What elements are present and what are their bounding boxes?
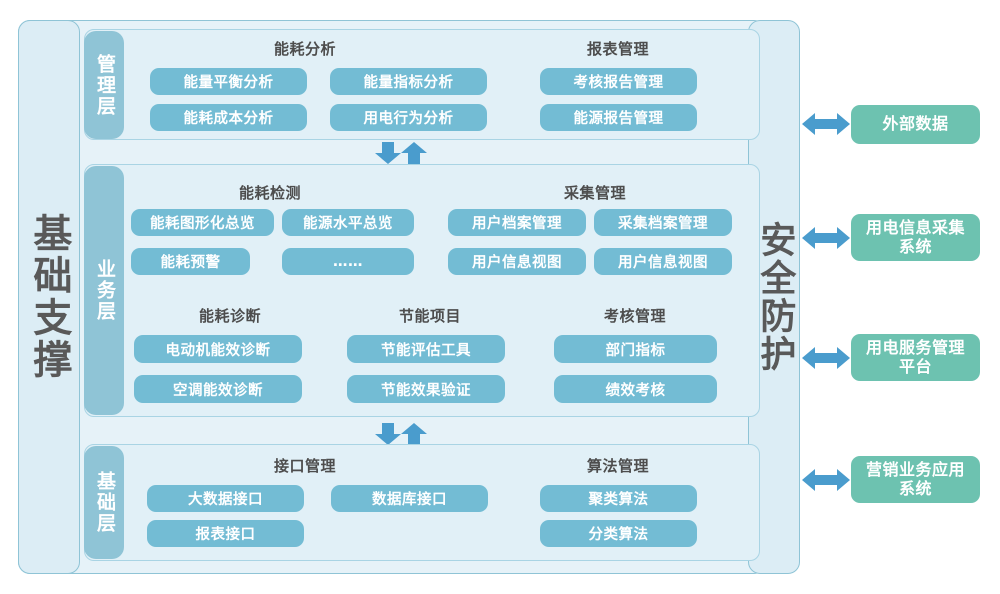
layer-tab-business: 业务层 [84,166,124,415]
support-column-label: 基础支撑 [26,213,72,381]
external-system-label-4-line2: 系统 [898,478,932,498]
pill-user-archive-mgmt[interactable]: 用户档案管理 [448,209,586,236]
pill-assessment-report-mgmt[interactable]: 考核报告管理 [540,68,697,95]
group-title-saving-project: 节能项目 [398,307,461,325]
pill-energy-alert[interactable]: 能耗预警 [131,248,250,275]
external-system-power-info-collection[interactable]: 用电信息采集 系统 [851,214,980,261]
external-system-label-2-line1: 用电信息采集 [865,217,965,237]
external-system-label-4-line1: 营销业务应用 [865,459,965,479]
layer-tab-foundation-label: 基础层 [93,471,116,534]
external-system-marketing-business-app[interactable]: 营销业务应用 系统 [851,456,980,503]
group-title-assessment-mgmt: 考核管理 [603,307,666,325]
layer-tab-business-label: 业务层 [93,259,116,322]
pill-clustering-algorithm[interactable]: 聚类算法 [540,485,697,512]
group-title-energy-analysis: 能耗分析 [273,40,336,58]
pill-electricity-behavior-analysis[interactable]: 用电行为分析 [330,104,487,131]
group-title-algorithm-mgmt: 算法管理 [586,457,649,475]
external-system-label-1: 外部数据 [882,114,949,134]
external-system-label-2-line2: 系统 [898,236,932,256]
connector-management-business [375,142,427,164]
bidirectional-arrow-icon-3 [802,347,850,369]
pill-saving-effect-verification[interactable]: 节能效果验证 [347,375,505,403]
security-column-label: 安全防护 [754,221,796,373]
pill-hvac-efficiency-diagnosis[interactable]: 空调能效诊断 [134,375,302,403]
group-title-energy-diagnosis: 能耗诊断 [198,307,261,325]
bidirectional-arrow-icon-2 [802,227,850,249]
external-system-label-3-line1: 用电服务管理 [865,337,965,357]
pill-classification-algorithm[interactable]: 分类算法 [540,520,697,547]
support-column: 基础支撑 [18,20,80,574]
pill-performance-assessment[interactable]: 绩效考核 [554,375,717,403]
pill-energy-level-overview[interactable]: 能源水平总览 [282,209,414,236]
pill-database-interface[interactable]: 数据库接口 [331,485,488,512]
bidirectional-arrow-icon-1 [802,113,850,135]
pill-energy-cost-analysis[interactable]: 能耗成本分析 [150,104,307,131]
layer-tab-foundation: 基础层 [84,446,124,559]
bidirectional-arrow-icon-4 [802,469,850,491]
connector-business-foundation [375,423,427,445]
pill-energy-index-analysis[interactable]: 能量指标分析 [330,68,487,95]
group-title-collect-mgmt: 采集管理 [563,184,626,202]
group-title-energy-detect: 能耗检测 [238,184,301,202]
pill-motor-efficiency-diagnosis[interactable]: 电动机能效诊断 [134,335,302,363]
external-system-label-3-line2: 平台 [898,356,932,376]
pill-report-interface[interactable]: 报表接口 [147,520,304,547]
pill-energy-balance-analysis[interactable]: 能量平衡分析 [150,68,307,95]
layer-tab-management-label: 管理层 [93,53,116,117]
pill-more-ellipsis[interactable]: …… [282,248,414,275]
pill-user-info-view-2[interactable]: 用户信息视图 [594,248,732,275]
external-system-power-service-platform[interactable]: 用电服务管理 平台 [851,334,980,381]
pill-energy-graphic-overview[interactable]: 能耗图形化总览 [131,209,274,236]
pill-bigdata-interface[interactable]: 大数据接口 [147,485,304,512]
pill-energy-report-mgmt[interactable]: 能源报告管理 [540,104,697,131]
pill-saving-assessment-tool[interactable]: 节能评估工具 [347,335,505,363]
external-system-external-data[interactable]: 外部数据 [851,105,980,144]
pill-department-index[interactable]: 部门指标 [554,335,717,363]
layer-business [84,164,760,417]
pill-user-info-view-1[interactable]: 用户信息视图 [448,248,586,275]
group-title-interface-mgmt: 接口管理 [273,457,336,475]
group-title-report-mgmt: 报表管理 [586,40,649,58]
layer-tab-management: 管理层 [84,31,124,139]
pill-collect-archive-mgmt[interactable]: 采集档案管理 [594,209,732,236]
